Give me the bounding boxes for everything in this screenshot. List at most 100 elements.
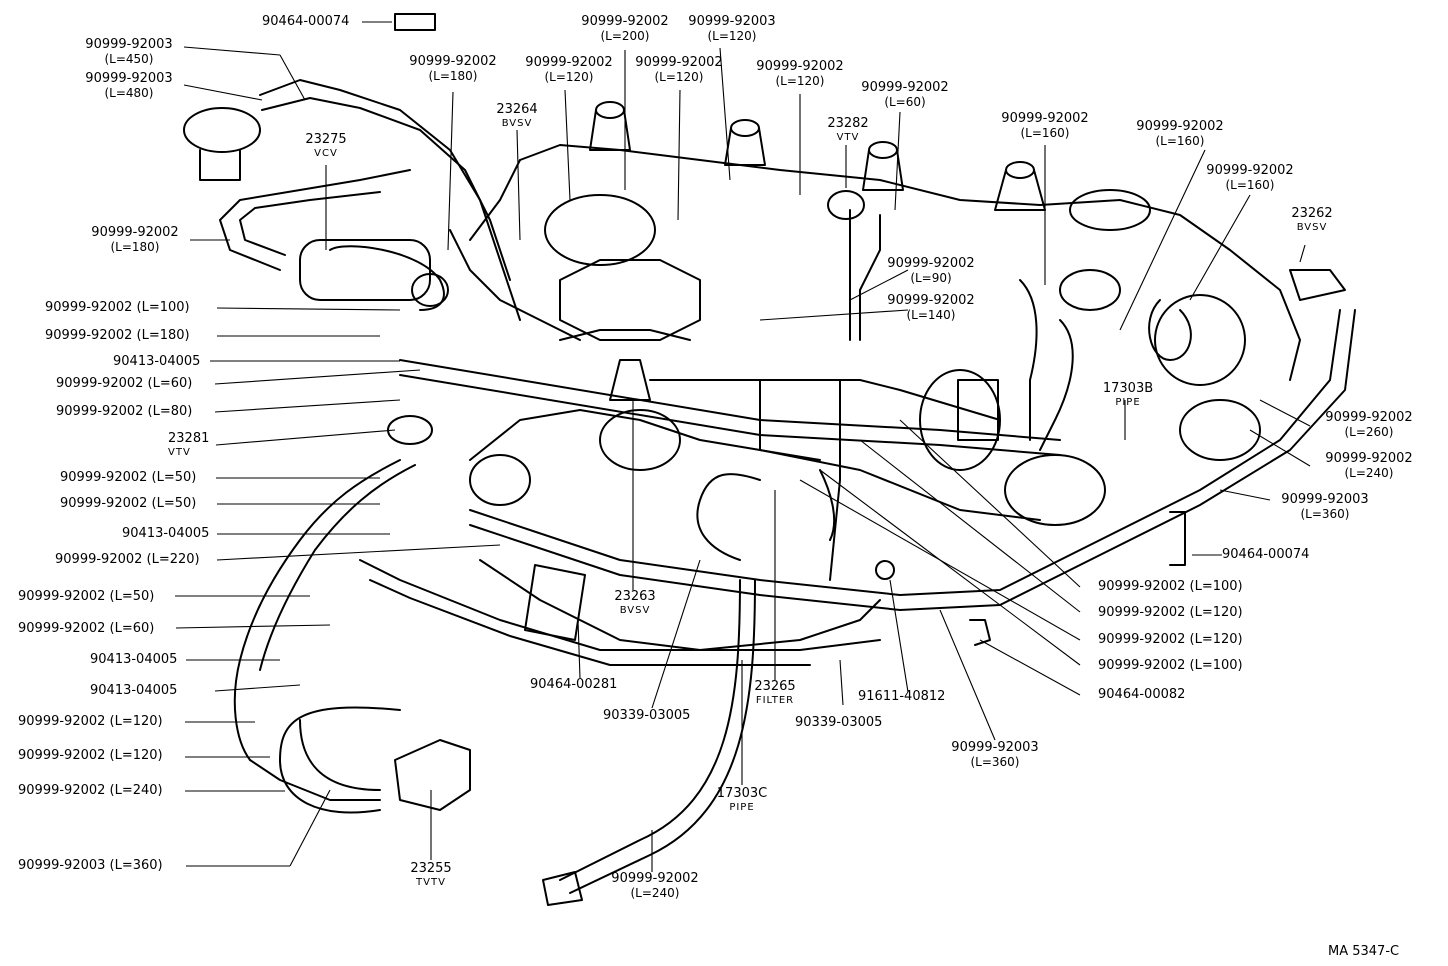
part-number: 90999-92002 — [525, 55, 613, 70]
part-number: 90999-92002 — [91, 225, 179, 240]
part-callout: 90999-92002 (L=50) — [18, 590, 154, 604]
part-number: 90413-04005 — [90, 652, 178, 667]
part-number: 90999-92003 (L=360) — [18, 858, 163, 873]
part-number: 90999-92002 (L=100) — [45, 300, 190, 315]
part-spec: (L=160) — [1155, 134, 1205, 148]
part-number: 23262 — [1291, 206, 1333, 221]
part-type: PIPE — [729, 802, 755, 813]
part-number: 90999-92002 — [409, 54, 497, 69]
part-number: 90999-92002 — [1325, 410, 1413, 425]
part-number: 90999-92003 — [688, 14, 776, 29]
part-number: 90999-92002 (L=240) — [18, 783, 163, 798]
part-number: 23255 — [410, 861, 452, 876]
part-number: 90999-92002 (L=50) — [60, 470, 197, 485]
part-number: 90999-92002 — [1136, 119, 1224, 134]
part-callout: 90339-03005 — [603, 709, 690, 723]
part-spec: (L=120) — [707, 29, 757, 43]
leader-lines — [175, 21, 1311, 872]
part-callout: 90999-92002(L=140) — [876, 293, 986, 323]
part-callout: 90339-03005 — [795, 716, 882, 730]
part-spec: (L=480) — [104, 86, 154, 100]
part-callout: 90464-00074 — [262, 15, 349, 29]
part-callout: 90999-92002 (L=50) — [60, 497, 196, 511]
part-number: 90999-92002 — [861, 80, 949, 95]
part-callout: 90999-92002 (L=60) — [18, 622, 154, 636]
part-number: 90339-03005 — [795, 715, 883, 730]
part-number: 91611-40812 — [858, 689, 946, 704]
part-callout: 90999-92002(L=120) — [514, 55, 624, 85]
part-number: 23282 — [827, 116, 869, 131]
part-number: 17303C — [716, 786, 768, 801]
part-number: 90999-92002 (L=50) — [18, 589, 155, 604]
part-spec: (L=360) — [970, 755, 1020, 769]
part-number: 90999-92002 — [581, 14, 669, 29]
part-callout: 90999-92002(L=260) — [1314, 410, 1424, 440]
part-spec: (L=120) — [544, 70, 594, 84]
part-type: BVSV — [501, 118, 533, 129]
part-number: 90999-92002 — [756, 59, 844, 74]
part-callout: 90999-92002 (L=220) — [55, 553, 200, 567]
part-callout: 90999-92002 (L=100) — [45, 301, 190, 315]
part-number: 90999-92002 (L=120) — [18, 714, 163, 729]
part-spec: (L=240) — [1344, 466, 1394, 480]
part-callout: 90999-92002(L=60) — [850, 80, 960, 110]
part-callout: 90999-92002(L=160) — [1125, 119, 1235, 149]
part-number: 90464-00074 — [262, 14, 350, 29]
part-callout: 90999-92002(L=160) — [1195, 164, 1305, 193]
part-number: 90464-00074 — [1222, 547, 1310, 562]
part-number: 90999-92002 (L=60) — [18, 621, 155, 636]
part-callout: 90999-92002 (L=120) — [1098, 606, 1243, 620]
part-callout: 90999-92002(L=180) — [80, 225, 190, 255]
part-number: 90999-92003 — [85, 37, 173, 52]
part-number: 90999-92002 — [1001, 111, 1089, 126]
part-number: 90999-92002 — [635, 55, 723, 70]
components — [183, 13, 1346, 906]
part-spec: (L=160) — [1020, 126, 1070, 140]
part-callout: 90999-92002 (L=120) — [18, 749, 163, 763]
part-callout: 90999-92002(L=120) — [624, 55, 734, 85]
part-spec: (L=60) — [884, 95, 926, 109]
part-spec: (L=450) — [104, 52, 154, 66]
part-spec: (L=90) — [910, 271, 952, 285]
part-number: 90999-92002 — [887, 293, 975, 308]
part-number: 23281 — [168, 431, 210, 446]
part-number: 90999-92002 (L=120) — [1098, 605, 1243, 620]
part-callout: 90999-92003(L=360) — [940, 741, 1050, 770]
part-number: 90999-92002 (L=60) — [56, 376, 193, 391]
part-number: 90999-92002 (L=100) — [1098, 579, 1243, 594]
part-number: 90999-92002 (L=100) — [1098, 658, 1243, 673]
part-callout: 90999-92002(L=180) — [398, 54, 508, 84]
figure-code: MA 5347-C — [1328, 944, 1400, 959]
part-callout: 90999-92002 (L=100) — [1098, 659, 1243, 673]
part-type: BVSV — [619, 605, 651, 616]
part-callout: 90999-92002(L=240) — [1314, 452, 1424, 481]
part-spec: (L=180) — [428, 69, 478, 83]
part-callout: 90464-00281 — [530, 678, 617, 692]
part-number: 23263 — [614, 589, 656, 604]
part-number: 90413-04005 — [113, 354, 201, 369]
part-callout: 90464-00082 — [1098, 688, 1185, 702]
part-callout: 90413-04005 — [90, 684, 177, 698]
part-callout: 91611-40812 — [858, 690, 945, 704]
part-type: BVSV — [1296, 222, 1328, 233]
engine-block-outline — [469, 101, 1301, 651]
part-spec: (L=240) — [630, 886, 680, 900]
part-type: VTV — [836, 132, 860, 143]
part-callout: 90999-92002 (L=80) — [56, 405, 192, 419]
part-callout: 90999-92003(L=360) — [1270, 493, 1380, 522]
part-callout: 90999-92002 (L=100) — [1098, 580, 1243, 594]
part-callout: 90999-92002 (L=60) — [56, 377, 192, 391]
part-type: PIPE — [1115, 397, 1141, 408]
part-number: 90999-92003 — [85, 71, 173, 86]
part-callout: 90999-92002(L=200) — [570, 14, 680, 44]
part-callout: 90999-92002 (L=50) — [60, 471, 196, 485]
